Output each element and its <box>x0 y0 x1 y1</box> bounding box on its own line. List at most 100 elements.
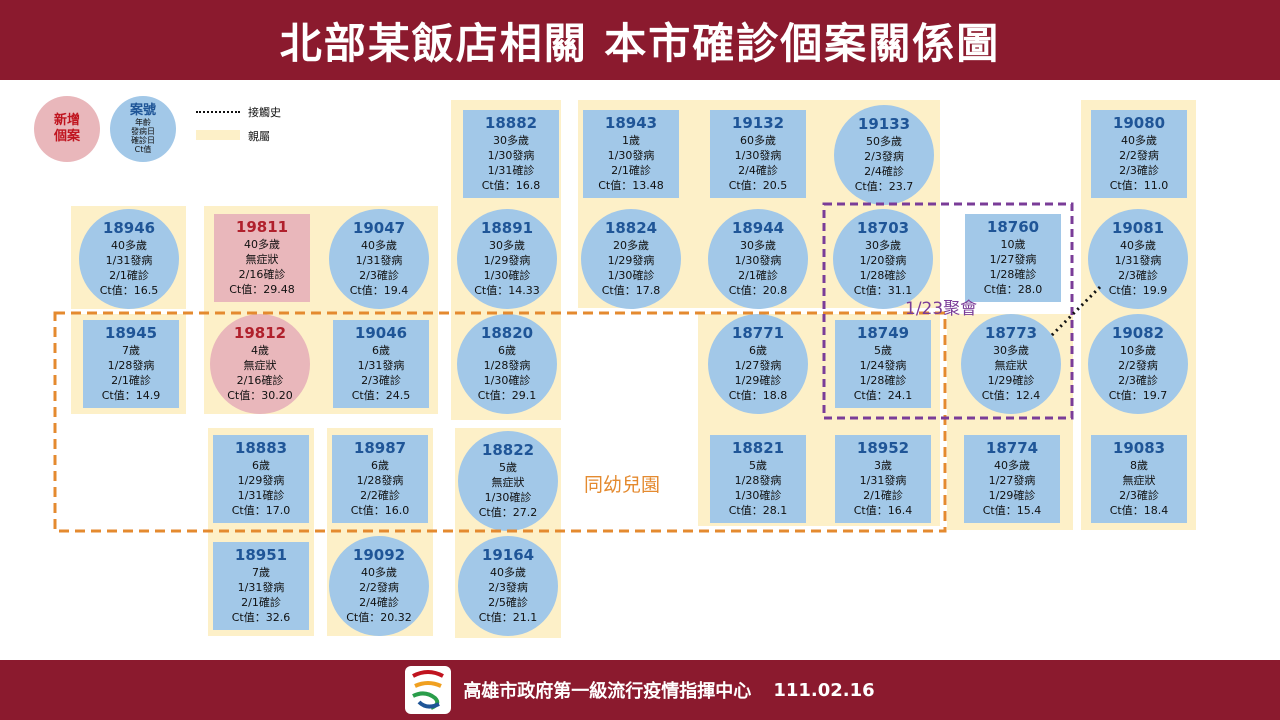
footer-date: 111.02.16 <box>773 679 875 701</box>
case-confirm: 2/3確診 <box>1119 164 1159 177</box>
case-onset: 1/27發病 <box>734 359 782 372</box>
case-confirm: 2/16確診 <box>238 268 286 281</box>
case-onset: 1/28發病 <box>107 359 155 372</box>
case-node: 18749 5歲 1/24發病 1/28確診 Ct值：24.1 <box>835 320 931 408</box>
case-ct: Ct值：27.2 <box>478 506 538 519</box>
case-onset: 1/30發病 <box>734 254 782 267</box>
case-id: 19164 <box>481 546 535 564</box>
case-onset: 無症狀 <box>491 476 525 489</box>
case-confirm: 1/30確診 <box>734 489 782 502</box>
case-node: 18882 30多歲 1/30發病 1/31確診 Ct值：16.8 <box>463 110 559 198</box>
case-id: 19811 <box>235 218 289 236</box>
case-onset: 1/31發病 <box>355 254 403 267</box>
case-confirm: 2/1確診 <box>738 269 778 282</box>
case-age: 40多歲 <box>490 566 526 579</box>
case-age: 60多歲 <box>740 134 776 147</box>
case-node: 18951 7歲 1/31發病 2/1確診 Ct值：32.6 <box>213 542 309 630</box>
case-onset: 1/31發病 <box>859 474 907 487</box>
case-ct: Ct值：20.8 <box>728 284 788 297</box>
case-age: 40多歲 <box>361 566 397 579</box>
case-id: 18703 <box>856 219 910 237</box>
case-id: 19083 <box>1112 439 1166 457</box>
case-ct: Ct值：16.5 <box>99 284 159 297</box>
case-onset: 2/3發病 <box>864 150 904 163</box>
case-ct: Ct值：20.5 <box>728 179 788 192</box>
case-onset: 1/24發病 <box>859 359 907 372</box>
case-age: 6歲 <box>371 459 389 472</box>
case-id: 18821 <box>731 439 785 457</box>
case-confirm: 1/30確診 <box>483 269 531 282</box>
case-confirm: 2/4確診 <box>864 165 904 178</box>
case-age: 3歲 <box>874 459 892 472</box>
case-onset: 1/30發病 <box>487 149 535 162</box>
case-ct: Ct值：12.4 <box>981 389 1041 402</box>
case-confirm: 1/28確診 <box>859 374 907 387</box>
case-ct: Ct值：18.4 <box>1109 504 1169 517</box>
case-onset: 2/2發病 <box>1118 359 1158 372</box>
case-age: 40多歲 <box>111 239 147 252</box>
case-node: 18943 1歲 1/30發病 2/1確診 Ct值：13.48 <box>583 110 679 198</box>
case-age: 40多歲 <box>1120 239 1156 252</box>
case-confirm: 2/3確診 <box>1118 374 1158 387</box>
case-id: 19812 <box>233 324 287 342</box>
case-node: 18946 40多歲 1/31發病 2/1確診 Ct值：16.5 <box>79 209 179 309</box>
legend-case-line: 發病日 <box>131 127 155 136</box>
case-node: 18703 30多歲 1/20發病 1/28確診 Ct值：31.1 <box>833 209 933 309</box>
case-ct: Ct值：24.5 <box>351 389 411 402</box>
case-onset: 1/28發病 <box>734 474 782 487</box>
case-node: 18944 30多歲 1/30發病 2/1確診 Ct值：20.8 <box>708 209 808 309</box>
case-age: 10多歲 <box>1120 344 1156 357</box>
case-age: 30多歲 <box>865 239 901 252</box>
case-confirm: 2/3確診 <box>361 374 401 387</box>
case-node: 19047 40多歲 1/31發病 2/3確診 Ct值：19.4 <box>329 209 429 309</box>
case-age: 30多歲 <box>740 239 776 252</box>
case-ct: Ct值：29.48 <box>229 283 295 296</box>
case-id: 18749 <box>856 324 910 342</box>
case-node: 18771 6歲 1/27發病 1/29確診 Ct值：18.8 <box>708 314 808 414</box>
case-ct: Ct值：28.0 <box>983 283 1043 296</box>
case-age: 50多歲 <box>866 135 902 148</box>
case-ct: Ct值：16.4 <box>853 504 913 517</box>
footer-org: 高雄市政府第一級流行疫情指揮中心 <box>463 681 752 702</box>
case-onset: 1/29發病 <box>607 254 655 267</box>
case-onset: 1/29發病 <box>237 474 285 487</box>
case-onset: 無症狀 <box>245 253 279 266</box>
case-age: 7歲 <box>252 566 270 579</box>
case-id: 18891 <box>480 219 534 237</box>
case-node: 19080 40多歲 2/2發病 2/3確診 Ct值：11.0 <box>1091 110 1187 198</box>
case-confirm: 2/1確診 <box>611 164 651 177</box>
case-ct: Ct值：17.0 <box>231 504 291 517</box>
case-node: 18774 40多歲 1/27發病 1/29確診 Ct值：15.4 <box>964 435 1060 523</box>
case-node-new: 19812 4歲 無症狀 2/16確診 Ct值：30.20 <box>210 314 310 414</box>
case-id: 19081 <box>1111 219 1165 237</box>
kindergarten-boundary <box>53 311 947 533</box>
legend-case-line: 確診日 <box>131 136 155 145</box>
case-onset: 1/31發病 <box>357 359 405 372</box>
case-age: 40多歲 <box>361 239 397 252</box>
case-age: 30多歲 <box>993 344 1029 357</box>
contact-history-line <box>1048 285 1102 339</box>
case-age: 6歲 <box>252 459 270 472</box>
case-onset: 無症狀 <box>994 359 1028 372</box>
case-ct: Ct值：32.6 <box>231 611 291 624</box>
case-confirm: 1/31確診 <box>487 164 535 177</box>
case-age: 30多歲 <box>493 134 529 147</box>
case-age: 30多歲 <box>489 239 525 252</box>
case-node: 18891 30多歲 1/29發病 1/30確診 Ct值：14.33 <box>457 209 557 309</box>
case-confirm: 1/29確診 <box>734 374 782 387</box>
case-age: 10歲 <box>1000 238 1026 251</box>
case-id: 18771 <box>731 324 785 342</box>
legend-case-format: 案號 年齡 發病日 確診日 Ct值 <box>110 96 176 162</box>
case-age: 4歲 <box>251 344 269 357</box>
case-ct: Ct值：29.1 <box>477 389 537 402</box>
case-confirm: 2/1確診 <box>109 269 149 282</box>
kindergarten-label: 同幼兒園 <box>584 474 661 496</box>
case-ct: Ct值：19.7 <box>1108 389 1168 402</box>
case-age: 7歲 <box>122 344 140 357</box>
case-ct: Ct值：14.9 <box>101 389 161 402</box>
case-node: 19164 40多歲 2/3發病 2/5確診 Ct值：21.1 <box>458 536 558 636</box>
case-confirm: 2/4確診 <box>738 164 778 177</box>
case-node: 18760 10歲 1/27發病 1/28確診 Ct值：28.0 <box>965 214 1061 302</box>
case-confirm: 2/4確診 <box>359 596 399 609</box>
case-ct: Ct值：16.0 <box>350 504 410 517</box>
